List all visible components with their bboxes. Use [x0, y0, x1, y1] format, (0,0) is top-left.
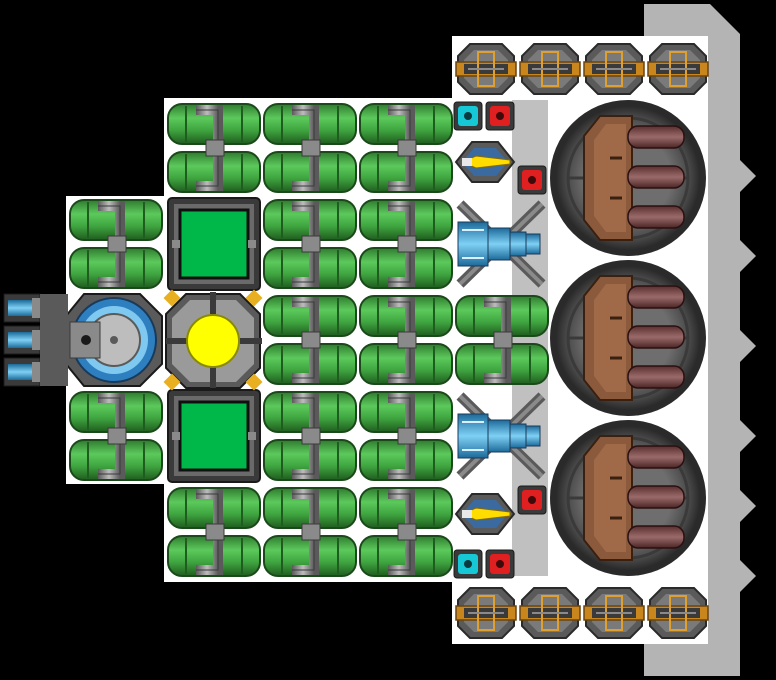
drill-unit[interactable] — [519, 43, 581, 95]
thruster-unit[interactable] — [3, 293, 41, 323]
drill-unit[interactable] — [519, 587, 581, 639]
thruster-bank — [3, 293, 68, 387]
thruster-unit[interactable] — [3, 357, 41, 387]
turret-bottom[interactable] — [548, 418, 708, 578]
alarm-node[interactable] — [485, 549, 515, 579]
thruster-unit[interactable] — [3, 325, 41, 355]
turret-middle[interactable] — [548, 258, 708, 418]
sensor-node[interactable] — [453, 549, 483, 579]
drill-unit[interactable] — [455, 43, 517, 95]
drill-unit[interactable] — [455, 587, 517, 639]
drill-unit[interactable] — [647, 587, 709, 639]
alarm-node[interactable] — [517, 485, 547, 515]
sensor-node[interactable] — [453, 101, 483, 131]
drill-unit[interactable] — [647, 43, 709, 95]
drill-unit[interactable] — [583, 587, 645, 639]
alarm-node[interactable] — [517, 165, 547, 195]
display-screen-bottom[interactable] — [166, 388, 262, 484]
turret-top[interactable] — [548, 98, 708, 258]
cockpit[interactable] — [65, 293, 163, 387]
reactor-core[interactable] — [163, 289, 263, 391]
alarm-node[interactable] — [485, 101, 515, 131]
drill-unit[interactable] — [583, 43, 645, 95]
thruster-mount — [40, 294, 68, 386]
display-screen-top[interactable] — [166, 196, 262, 292]
